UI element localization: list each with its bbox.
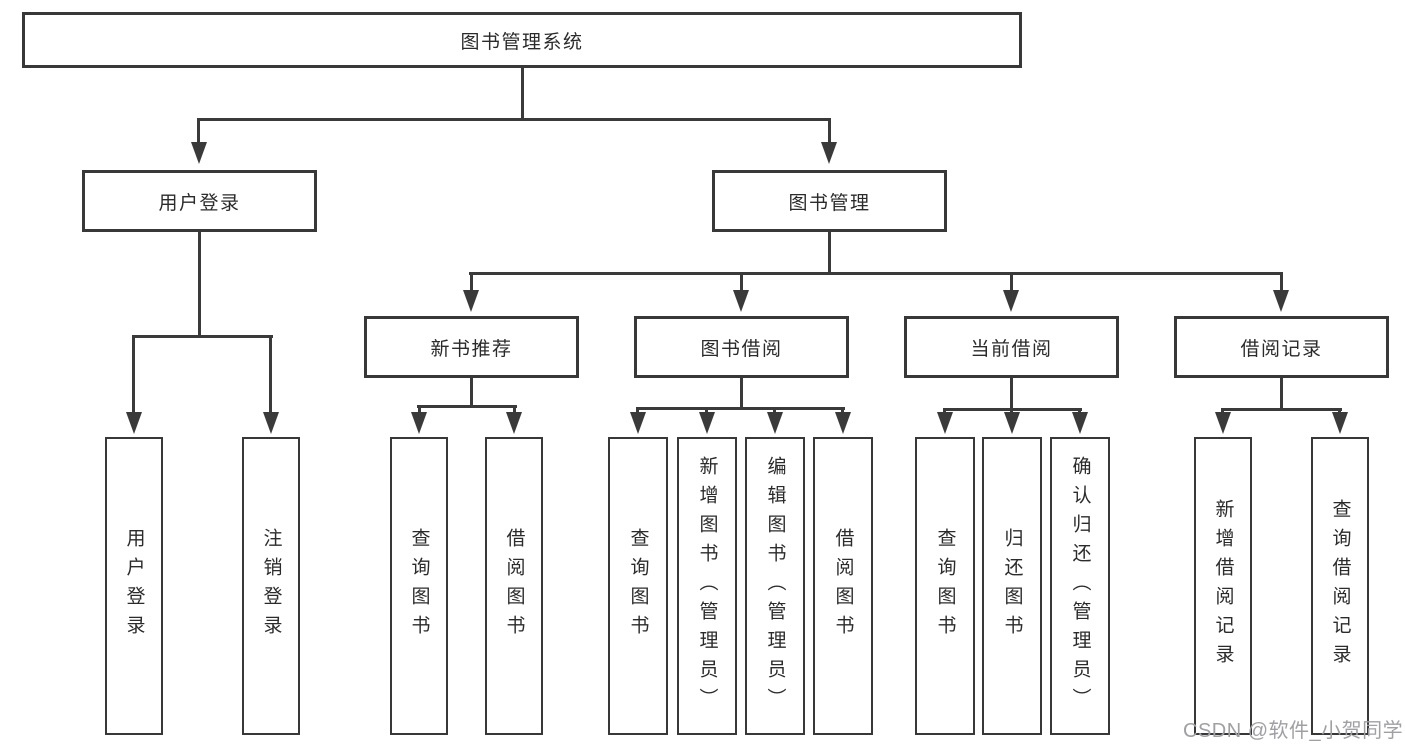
- arrowhead-down-icon: [1332, 412, 1348, 434]
- leaf-label: 用户登录: [123, 528, 145, 644]
- arrowhead-down-icon: [1273, 290, 1289, 312]
- leaf-label: 查询图书: [627, 528, 649, 644]
- connector-root-stem: [521, 68, 524, 118]
- connector-drop: [1010, 272, 1013, 292]
- arrowhead-down-icon: [411, 412, 427, 434]
- leaf-user-login: 用户登录: [105, 437, 163, 735]
- connector-new-books-stem: [470, 378, 473, 405]
- node-label: 当前借阅: [970, 338, 1053, 360]
- connector-book-mgmt-drop: [828, 118, 831, 146]
- node-borrow-records: 借阅记录: [1174, 316, 1389, 378]
- node-library-system: 图书管理系统: [22, 12, 1022, 68]
- leaf-label: 注销登录: [260, 528, 282, 644]
- connector-drop: [269, 335, 272, 414]
- arrowhead-down-icon: [263, 412, 279, 434]
- node-label: 新书推荐: [430, 338, 513, 360]
- connector-root-branch: [197, 118, 831, 121]
- connector-user-login-branch: [132, 335, 273, 338]
- connector-drop: [841, 407, 844, 414]
- node-label: 图书借阅: [700, 338, 783, 360]
- connector-drop: [636, 407, 639, 414]
- connector-user-login-stem: [198, 232, 201, 335]
- arrowhead-down-icon: [1004, 412, 1020, 434]
- arrowhead-down-icon: [1072, 412, 1088, 434]
- arrowhead-down-icon: [835, 412, 851, 434]
- arrowhead-down-icon: [1215, 412, 1231, 434]
- node-label: 用户登录: [158, 192, 241, 214]
- leaf-label: 确认归还（管理员）: [1069, 455, 1091, 717]
- connector-user-login-drop: [197, 118, 200, 146]
- leaf-records-query-record: 查询借阅记录: [1311, 437, 1369, 735]
- leaf-borrow-add-book-admin: 新增图书（管理员）: [677, 437, 737, 735]
- leaf-records-add-record: 新增借阅记录: [1194, 437, 1252, 735]
- leaf-label: 借阅图书: [503, 528, 525, 644]
- connector-drop: [773, 407, 776, 414]
- arrowhead-down-icon: [699, 412, 715, 434]
- leaf-label: 查询图书: [934, 528, 956, 644]
- leaf-borrow-borrow-book: 借阅图书: [813, 437, 873, 735]
- connector-drop: [1010, 408, 1013, 414]
- node-label: 图书管理: [788, 192, 871, 214]
- connector-drop: [1338, 408, 1341, 414]
- arrowhead-down-icon: [126, 412, 142, 434]
- connector-book-mgmt-branch: [469, 272, 1283, 275]
- arrowhead-down-icon: [463, 290, 479, 312]
- leaf-newbook-borrow: 借阅图书: [485, 437, 543, 735]
- arrowhead-down-icon: [937, 412, 953, 434]
- connector-drop: [943, 408, 946, 414]
- leaf-label: 新增借阅记录: [1212, 499, 1234, 673]
- connector-book-borrow-stem: [740, 378, 743, 407]
- leaf-current-confirm-return-admin: 确认归还（管理员）: [1050, 437, 1110, 735]
- node-current-borrow: 当前借阅: [904, 316, 1119, 378]
- leaf-borrow-edit-book-admin: 编辑图书（管理员）: [745, 437, 805, 735]
- connector-drop: [470, 272, 473, 292]
- node-user-login: 用户登录: [82, 170, 317, 232]
- connector-current-borrow-stem: [1010, 378, 1013, 408]
- arrowhead-down-icon: [506, 412, 522, 434]
- connector-drop: [1280, 272, 1283, 292]
- leaf-label: 查询借阅记录: [1329, 499, 1351, 673]
- leaf-newbook-query: 查询图书: [390, 437, 448, 735]
- connector-borrow-records-stem: [1280, 378, 1283, 408]
- node-book-management: 图书管理: [712, 170, 947, 232]
- leaf-label: 归还图书: [1001, 528, 1023, 644]
- node-label: 图书管理系统: [460, 31, 584, 53]
- csdn-watermark: CSDN @软件_小贺同学: [1183, 720, 1404, 742]
- leaf-logout: 注销登录: [242, 437, 300, 735]
- node-book-borrow: 图书借阅: [634, 316, 849, 378]
- arrowhead-down-icon: [1003, 290, 1019, 312]
- connector-drop: [705, 407, 708, 414]
- node-label: 借阅记录: [1240, 338, 1323, 360]
- connector-book-mgmt-stem: [828, 232, 831, 272]
- connector-drop: [1078, 408, 1081, 414]
- connector-drop: [418, 405, 421, 414]
- leaf-label: 编辑图书（管理员）: [764, 455, 786, 717]
- arrowhead-down-icon: [630, 412, 646, 434]
- connector-drop: [740, 272, 743, 292]
- arrowhead-down-icon: [767, 412, 783, 434]
- leaf-label: 新增图书（管理员）: [696, 455, 718, 717]
- node-new-book-recommend: 新书推荐: [364, 316, 579, 378]
- leaf-borrow-query-book: 查询图书: [608, 437, 668, 735]
- connector-drop: [513, 405, 516, 414]
- leaf-label: 查询图书: [408, 528, 430, 644]
- connector-new-books-branch: [417, 405, 517, 408]
- leaf-current-return-book: 归还图书: [982, 437, 1042, 735]
- connector-borrow-records-branch: [1221, 408, 1342, 411]
- connector-drop: [132, 335, 135, 414]
- leaf-label: 借阅图书: [832, 528, 854, 644]
- arrowhead-down-icon: [191, 142, 207, 164]
- arrowhead-down-icon: [733, 290, 749, 312]
- connector-drop: [1221, 408, 1224, 414]
- leaf-current-query-book: 查询图书: [915, 437, 975, 735]
- connector-book-borrow-branch: [636, 407, 845, 410]
- arrowhead-down-icon: [821, 142, 837, 164]
